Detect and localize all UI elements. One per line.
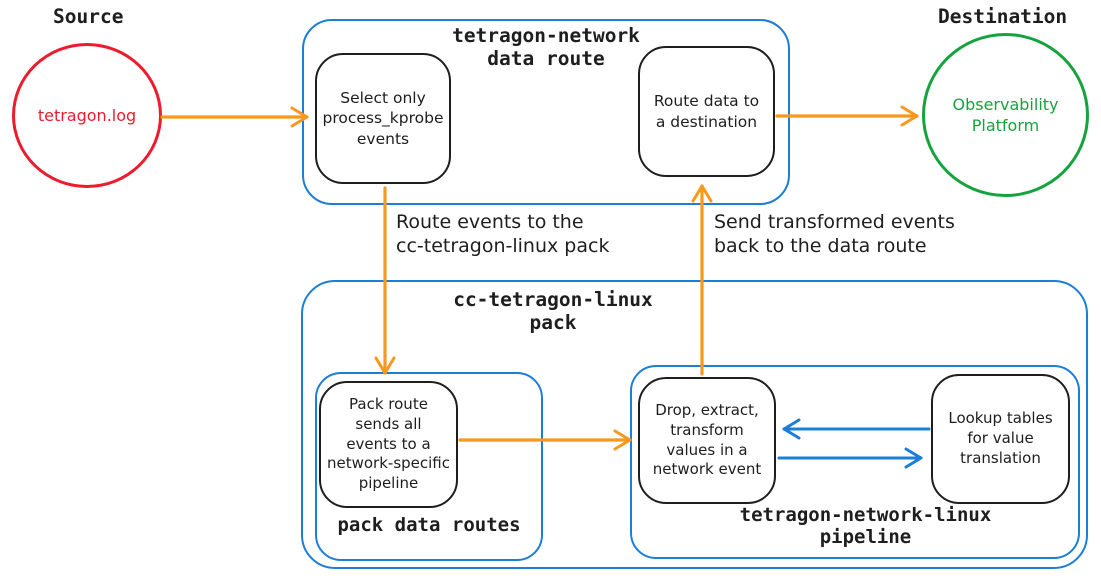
- lookup-label: Lookup tables for value translation: [948, 409, 1053, 467]
- pipeline-container: [630, 365, 1080, 559]
- source-node: tetragon.log: [12, 43, 162, 188]
- pack-container: [301, 280, 1088, 569]
- route-data-node: Route data to a destination: [638, 46, 775, 177]
- pack-data-routes-title: pack data routes: [337, 514, 521, 536]
- pack-title: cc-tetragon-linux pack: [453, 288, 653, 334]
- route-data-label: Route data to a destination: [653, 92, 760, 131]
- source-title: Source: [53, 5, 124, 28]
- data-route-title: tetragon-network data route: [452, 24, 640, 70]
- edge-label-to-pack: Route events to the cc-tetragon-linux pa…: [396, 211, 610, 257]
- destination-node: Observability Platform: [922, 33, 1089, 197]
- select-events-label: Select only process_kprobe events: [322, 88, 444, 148]
- transform-label: Drop, extract, transform values in a net…: [652, 400, 762, 479]
- lookup-node: Lookup tables for value translation: [931, 374, 1070, 504]
- select-events-node: Select only process_kprobe events: [315, 53, 451, 184]
- pack-route-label: Pack route sends all events to a network…: [326, 395, 450, 493]
- pack-data-routes-container: [315, 372, 543, 561]
- transform-node: Drop, extract, transform values in a net…: [638, 377, 776, 504]
- edge-label-to-route: Send transformed events back to the data…: [714, 211, 955, 257]
- destination-node-label: Observability Platform: [952, 94, 1059, 135]
- pipeline-title: tetragon-network-linux pipeline: [739, 504, 992, 549]
- source-node-label: tetragon.log: [37, 105, 137, 125]
- pack-route-node: Pack route sends all events to a network…: [319, 381, 458, 508]
- destination-title: Destination: [938, 5, 1068, 28]
